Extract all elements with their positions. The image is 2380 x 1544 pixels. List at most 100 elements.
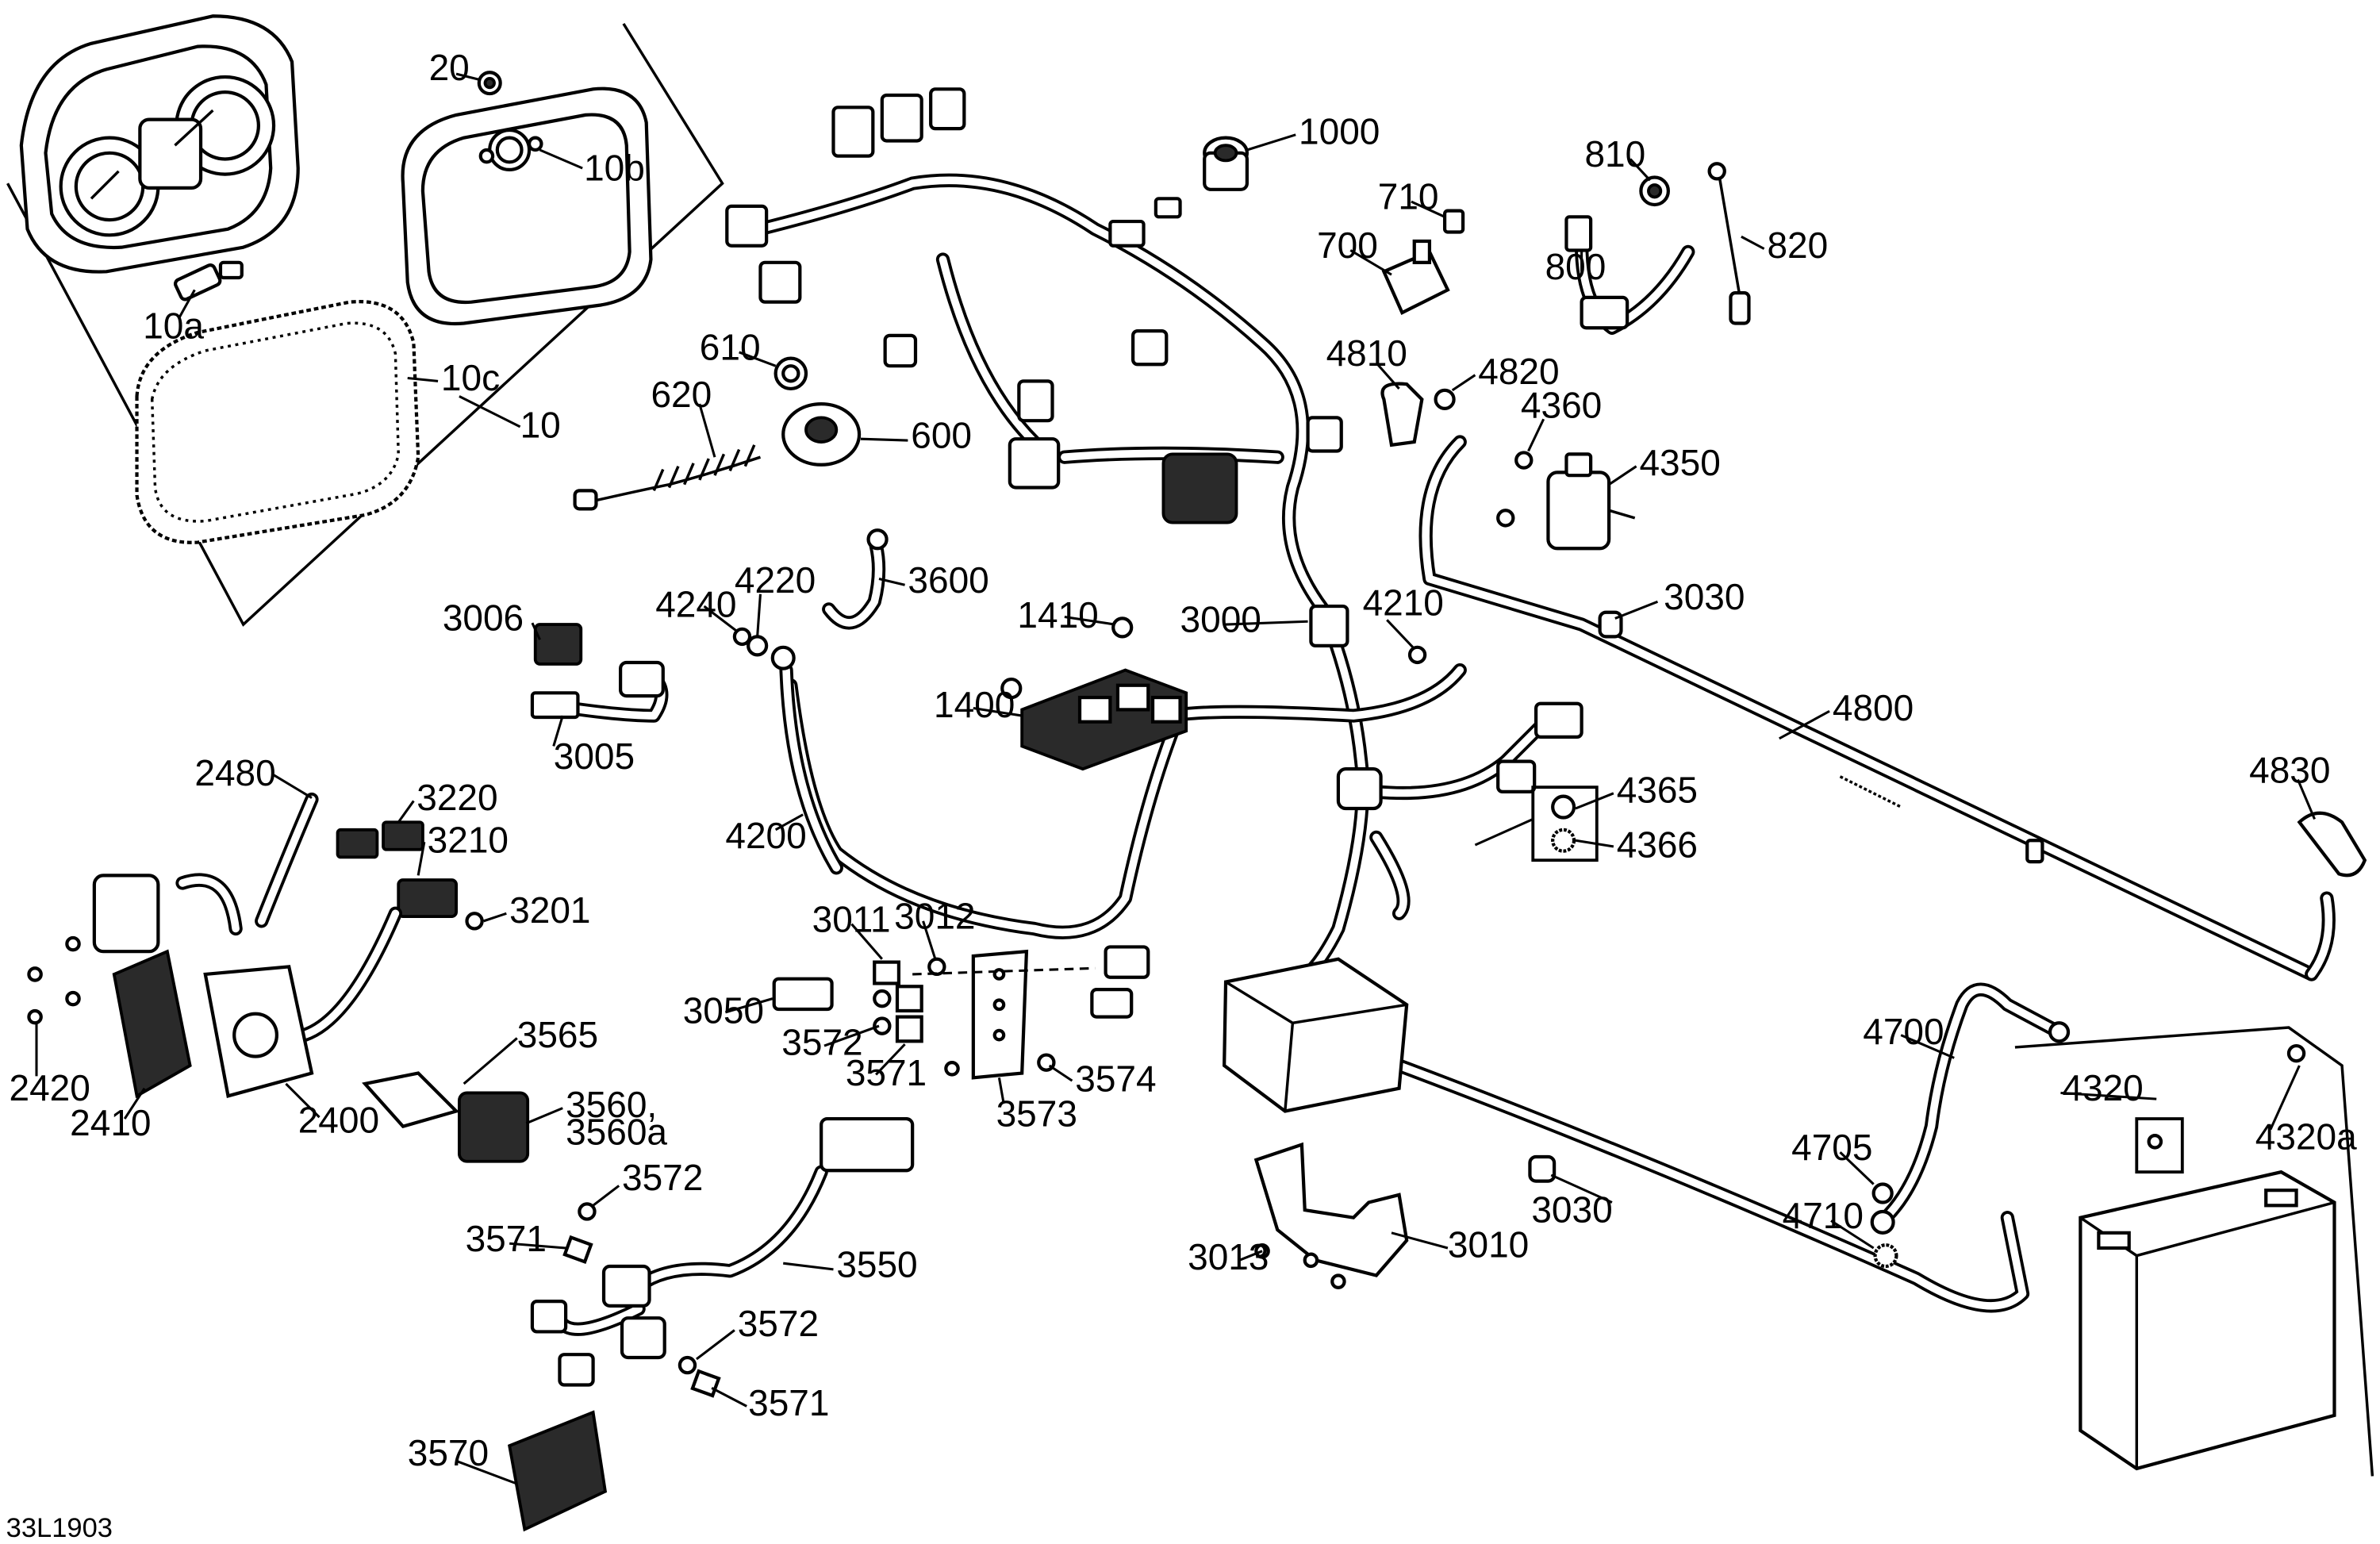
part-2400-2410 (92, 873, 403, 1099)
callout-3572-b: 3572 (622, 1157, 703, 1198)
callout-4360: 4360 (1521, 384, 1602, 425)
harness-connector (1017, 379, 1054, 423)
callout-2420: 2420 (10, 1067, 90, 1108)
part-3005 (530, 660, 669, 723)
callout-4365: 4365 (1617, 769, 1698, 810)
part-3565-3560 (362, 1071, 530, 1163)
callout-10b: 10b (584, 147, 645, 188)
callout-3030-bottom: 3030 (1531, 1189, 1612, 1230)
part-1400-module (1020, 668, 1188, 771)
part-1000 (1203, 136, 1249, 191)
callout-3050: 3050 (683, 989, 764, 1031)
callout-3571-c: 3571 (748, 1382, 829, 1423)
part-1410 (1000, 616, 1134, 700)
harness-connector (880, 93, 923, 143)
callout-600: 600 (911, 415, 972, 456)
callout-2410: 2410 (70, 1102, 151, 1143)
part-3011-3012-3050 (772, 957, 946, 1043)
callout-10a: 10a (143, 305, 204, 347)
callout-4820: 4820 (1478, 351, 1559, 392)
callout-4320: 4320 (2062, 1067, 2143, 1108)
part-3010-bracket (1253, 1142, 1409, 1289)
harness-connector (758, 260, 802, 304)
callout-3005: 3005 (554, 736, 635, 777)
callout-820: 820 (1767, 225, 1828, 266)
callout-700: 700 (1317, 225, 1378, 266)
part-3570-module (508, 1410, 608, 1532)
part-4820 (1434, 388, 1456, 410)
callout-1400: 1400 (934, 684, 1015, 725)
cable-terminal (2048, 1021, 2071, 1043)
callout-10c: 10c (441, 357, 500, 398)
part-700 (1381, 239, 1450, 315)
gauge-cluster-inset (6, 14, 724, 627)
callout-3210: 3210 (428, 820, 509, 861)
callout-4830: 4830 (2249, 749, 2330, 790)
callout-4705: 4705 (1791, 1127, 1872, 1168)
cable-terminal (1870, 1209, 1895, 1235)
callout-4350: 4350 (1639, 442, 1720, 483)
cable-clip (2025, 839, 2044, 864)
gauge-cluster (19, 14, 300, 274)
harness-connector (1309, 604, 1349, 648)
callout-3573: 3573 (996, 1093, 1077, 1135)
part-600 (781, 401, 862, 467)
part-4350 (1546, 452, 1636, 551)
diagram-reference-id: 33L1903 (6, 1513, 113, 1543)
part-610 (774, 356, 808, 391)
callout-1000: 1000 (1299, 110, 1380, 152)
callout-3565: 3565 (517, 1014, 598, 1055)
main-harness-3000 (725, 87, 1583, 981)
callout-3010: 3010 (1448, 1224, 1529, 1266)
part-4240-4220 (732, 627, 769, 657)
part-800 (1564, 215, 1695, 335)
callout-3574: 3574 (1075, 1058, 1156, 1100)
part-fuse-box-3010 (1090, 945, 1409, 1113)
harness-connector (1108, 219, 1146, 248)
callout-10: 10 (520, 404, 561, 445)
callout-810: 810 (1584, 133, 1645, 175)
part-2480 (255, 792, 319, 928)
callout-4240: 4240 (655, 583, 736, 624)
callout-3600: 3600 (908, 559, 988, 601)
part-4210 (1407, 645, 1427, 665)
callout-4700: 4700 (1863, 1011, 1944, 1052)
part-620 (573, 444, 762, 511)
cluster-bezel-10b (401, 86, 653, 326)
part-3550-harness (530, 1116, 915, 1387)
cluster-bulb-20 (477, 71, 502, 96)
part-4360 (1496, 451, 1534, 528)
callout-3030-top: 3030 (1664, 576, 1745, 617)
leader-lines (35, 72, 2316, 1485)
part-3571-3572-small (562, 1202, 721, 1398)
part-4830 (2297, 811, 2367, 878)
harness-connector (1336, 767, 1383, 811)
callout-3012: 3012 (894, 895, 975, 936)
cables (770, 435, 2336, 1313)
cable-terminal (770, 645, 796, 670)
harness-relay-block (1161, 452, 1238, 524)
callout-20: 20 (429, 47, 470, 88)
part-3210 (397, 878, 458, 919)
callout-1410: 1410 (1017, 594, 1098, 636)
part-3006 (533, 623, 583, 666)
callout-4366: 4366 (1617, 824, 1698, 865)
callout-labels: 20 10b 10a 10c 10 1000 710 700 810 800 8… (6, 47, 2357, 1543)
part-820 (1707, 162, 1751, 325)
callout-2400: 2400 (298, 1099, 379, 1140)
harness-connector (929, 87, 966, 131)
part-4810 (1380, 382, 1424, 447)
harness-connector (1534, 701, 1583, 739)
callout-2480: 2480 (194, 752, 275, 793)
harness-connector (725, 204, 769, 248)
cable-terminal (866, 528, 889, 551)
part-3220 (336, 820, 424, 859)
part-2420 (27, 935, 81, 1025)
callout-620: 620 (651, 374, 712, 415)
callout-4220: 4220 (735, 559, 816, 601)
part-battery-4320 (2014, 1026, 2374, 1477)
inset-border (6, 22, 724, 627)
part-3201 (465, 912, 484, 931)
harness-connector (1008, 437, 1061, 490)
